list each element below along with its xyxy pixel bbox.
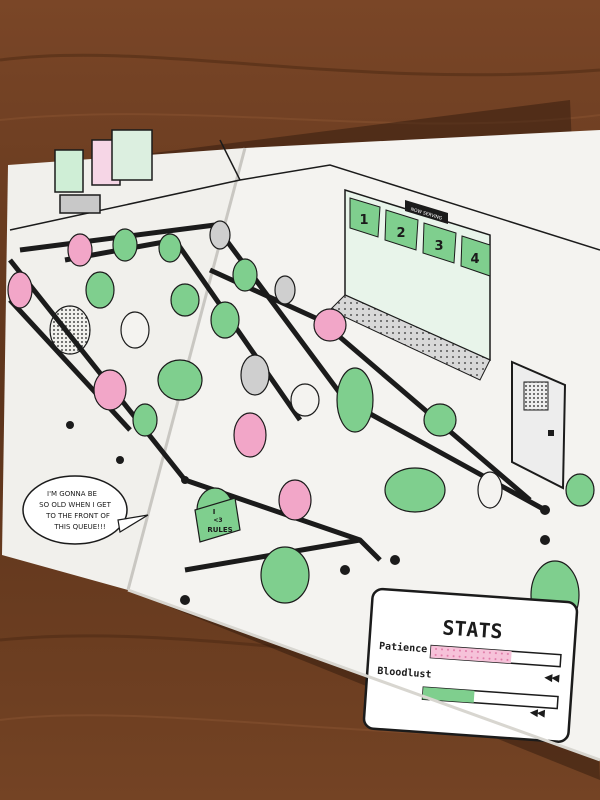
bloodlust-bar-fill [422, 687, 475, 703]
speech-line-1: I'M GONNA BE [47, 490, 97, 498]
speech-line-2: SO OLD WHEN I GET [39, 501, 111, 509]
speech-line-3: TO THE FRONT OF [45, 512, 110, 520]
protest-sign-line-3: RULES [207, 526, 232, 534]
counter-4: 4 [460, 235, 491, 277]
patience-bar [429, 644, 562, 668]
counter-1: 1 [349, 197, 381, 238]
speech-line-4: THIS QUEUE!!! [53, 523, 105, 531]
counter-2-label: 2 [396, 226, 405, 241]
counter-4-label: 4 [470, 252, 479, 267]
stats-panel: STATS Patience Bloodlust [362, 587, 579, 743]
bar-end-arrows [529, 674, 560, 718]
service-counters: 1 2 3 4 NOW SERVING [329, 188, 491, 381]
protest-sign: I <3 RULES [194, 497, 241, 543]
counter-2: 2 [384, 209, 419, 251]
patience-bar-fill [430, 645, 512, 664]
counter-3-label: 3 [434, 239, 443, 254]
room-walls [9, 129, 600, 251]
protest-sign-line-1: I [213, 508, 216, 516]
speech-bubble: I'M GONNA BE SO OLD WHEN I GET TO THE FR… [22, 475, 149, 545]
office-door [511, 360, 567, 490]
bloodlust-bar [421, 686, 559, 710]
queue-monsters [7, 220, 595, 630]
bloodlust-label: Bloodlust [377, 666, 432, 681]
counter-1-label: 1 [359, 213, 368, 228]
stats-title: STATS [442, 615, 504, 643]
counter-3: 3 [422, 222, 457, 264]
patience-label: Patience [379, 640, 428, 655]
protest-sign-line-2: <3 [213, 517, 222, 524]
stanchion-posts [66, 421, 550, 605]
